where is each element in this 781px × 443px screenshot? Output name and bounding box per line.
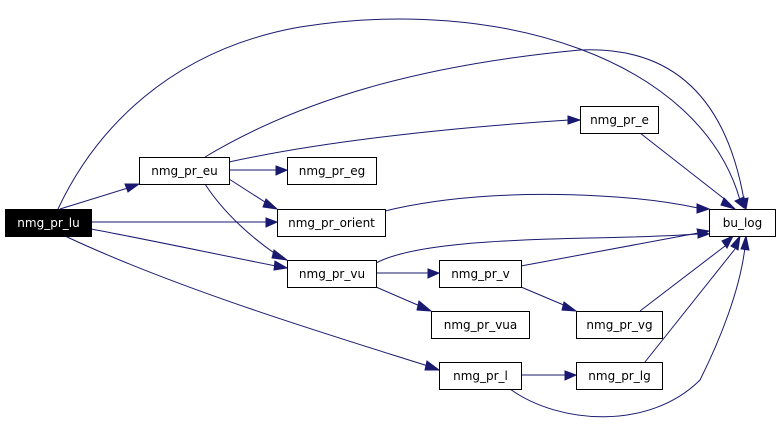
edge-v-to-bulog bbox=[520, 228, 711, 267]
edge-vu-to-bulog bbox=[375, 229, 711, 264]
node-label: nmg_pr_vu bbox=[299, 267, 365, 281]
node-bulog[interactable]: bu_log bbox=[709, 209, 776, 237]
edge-eu-to-bulog bbox=[204, 49, 749, 211]
edge-arrowhead bbox=[416, 300, 433, 312]
edge-line bbox=[644, 248, 736, 363]
node-e[interactable]: nmg_pr_e bbox=[580, 106, 659, 134]
node-label: nmg_pr_v bbox=[451, 267, 510, 281]
edge-arrowhead bbox=[737, 197, 749, 211]
edge-eu-to-e bbox=[228, 115, 582, 163]
node-label: nmg_pr_l bbox=[453, 369, 508, 383]
edge-line bbox=[90, 228, 277, 267]
edge-arrowhead bbox=[265, 217, 279, 228]
node-label: nmg_pr_eg bbox=[299, 164, 365, 178]
edge-v-to-vg bbox=[520, 286, 578, 312]
edge-vu-to-vua bbox=[375, 286, 433, 312]
edges-layer bbox=[57, 18, 750, 418]
node-box bbox=[287, 157, 377, 185]
node-box bbox=[5, 209, 92, 237]
edge-line bbox=[228, 178, 269, 205]
edge-line bbox=[639, 245, 726, 312]
edge-arrowhead bbox=[721, 234, 735, 249]
node-label: nmg_pr_vg bbox=[586, 318, 652, 332]
node-label: nmg_pr_e bbox=[590, 113, 649, 127]
edge-lu-to-vu bbox=[90, 228, 289, 271]
edge-arrowhead bbox=[564, 370, 578, 381]
edge-l-to-bulog bbox=[509, 234, 750, 418]
edge-lu-to-eu bbox=[59, 183, 141, 210]
node-vg[interactable]: nmg_pr_vg bbox=[576, 311, 663, 339]
node-vu[interactable]: nmg_pr_vu bbox=[287, 260, 377, 288]
edge-line bbox=[228, 119, 570, 163]
edge-arrowhead bbox=[740, 234, 750, 251]
node-orient[interactable]: nmg_pr_orient bbox=[277, 209, 386, 237]
edge-eu-to-eg bbox=[229, 165, 289, 176]
node-eu[interactable]: nmg_pr_eu bbox=[139, 157, 230, 185]
edge-arrowhead bbox=[427, 268, 441, 279]
node-lg[interactable]: nmg_pr_lg bbox=[576, 362, 663, 390]
node-label: nmg_pr_eu bbox=[151, 164, 217, 178]
node-label: nmg_pr_orient bbox=[288, 216, 375, 230]
edge-arrowhead bbox=[696, 228, 711, 238]
edge-l-to-lg bbox=[521, 370, 578, 381]
node-box bbox=[277, 209, 386, 237]
edge-arrowhead bbox=[271, 249, 289, 261]
node-v[interactable]: nmg_pr_v bbox=[439, 260, 522, 288]
node-label: nmg_pr_lu bbox=[17, 216, 79, 230]
edge-line bbox=[59, 187, 129, 210]
node-label: nmg_pr_lg bbox=[588, 369, 650, 383]
edge-line bbox=[375, 286, 421, 307]
edge-e-to-bulog bbox=[639, 132, 737, 211]
edge-line bbox=[204, 49, 745, 201]
edge-line bbox=[57, 18, 741, 210]
node-box bbox=[431, 311, 530, 339]
edge-lg-to-bulog bbox=[644, 234, 741, 363]
edge-arrowhead bbox=[275, 165, 289, 176]
edge-line bbox=[64, 235, 429, 367]
node-lu[interactable]: nmg_pr_lu bbox=[5, 209, 92, 237]
edge-eu-to-vu bbox=[204, 183, 289, 261]
edge-line bbox=[204, 183, 278, 256]
node-box bbox=[439, 362, 522, 390]
edge-arrowhead bbox=[730, 234, 741, 251]
node-l[interactable]: nmg_pr_l bbox=[439, 362, 522, 390]
edge-line bbox=[520, 286, 567, 307]
edge-line bbox=[639, 132, 728, 202]
edge-arrowhead bbox=[262, 198, 279, 210]
node-box bbox=[439, 260, 522, 288]
edge-arrowhead bbox=[720, 197, 737, 211]
edge-vg-to-bulog bbox=[639, 234, 735, 312]
edge-lu-to-l bbox=[64, 235, 441, 371]
nodes-layer: nmg_pr_lu nmg_pr_eu nmg_pr_eg nmg_pr_orient… bbox=[5, 106, 776, 390]
node-box bbox=[287, 260, 377, 288]
edge-arrowhead bbox=[567, 115, 582, 125]
edge-arrowhead bbox=[424, 360, 441, 371]
node-label: bu_log bbox=[723, 216, 763, 230]
edge-arrowhead bbox=[273, 260, 289, 271]
edge-arrowhead bbox=[561, 301, 578, 312]
node-box bbox=[139, 157, 230, 185]
node-eg[interactable]: nmg_pr_eg bbox=[287, 157, 377, 185]
node-box bbox=[576, 362, 663, 390]
edge-lu-to-orient bbox=[91, 217, 279, 228]
edge-line bbox=[520, 232, 699, 267]
node-box bbox=[576, 311, 663, 339]
edge-vu-to-v bbox=[376, 268, 441, 279]
node-label: nmg_pr_vua bbox=[444, 318, 518, 332]
node-vua[interactable]: nmg_pr_vua bbox=[431, 311, 530, 339]
node-box bbox=[580, 106, 659, 134]
edge-eu-to-orient bbox=[228, 178, 279, 210]
edge-arrowhead bbox=[124, 183, 141, 193]
edge-line bbox=[509, 246, 746, 418]
edge-line bbox=[384, 193, 699, 212]
edge-arrowhead bbox=[696, 203, 711, 214]
edge-line bbox=[375, 233, 699, 264]
node-box bbox=[709, 209, 776, 237]
edge-orient-to-bulog bbox=[384, 193, 711, 214]
